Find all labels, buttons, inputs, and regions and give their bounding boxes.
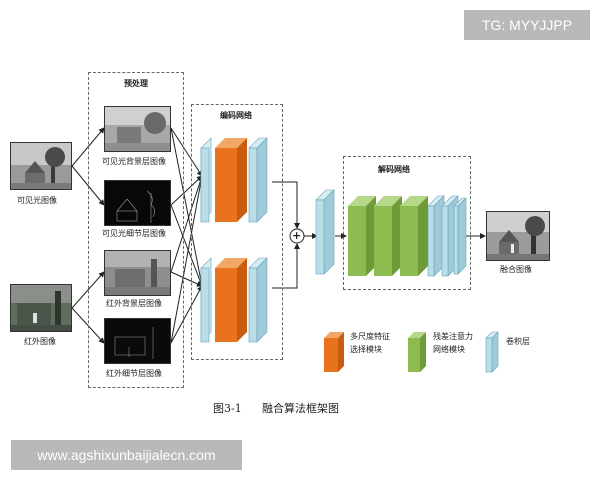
encoder-box <box>191 104 283 360</box>
figure-number: 图3-1 <box>213 402 242 415</box>
visible-input-label: 可见光图像 <box>17 196 57 205</box>
watermark-bottom: www.agshixunbaijialecn.com <box>11 440 242 470</box>
legend-residual-swatch <box>408 332 426 372</box>
encoder-bottom <box>200 257 268 343</box>
conv-layer <box>200 147 210 223</box>
legend-residual-label: 残差注意力 网络模块 <box>433 332 473 354</box>
fusion-symbol: + <box>292 229 302 242</box>
fused-output-image <box>486 211 550 261</box>
decoder-blocks <box>348 195 467 277</box>
conv-layer <box>200 267 210 343</box>
multiscale-block <box>215 268 237 342</box>
encoder-top <box>200 137 268 223</box>
decoder-box <box>343 156 471 290</box>
conv-layer <box>453 197 467 275</box>
residual-block <box>374 196 402 276</box>
visible-input-image <box>10 142 72 190</box>
vis-background-image <box>104 106 171 152</box>
ir-background-label: 红外背景层图像 <box>106 299 162 308</box>
preprocess-title: 预处理 <box>124 79 148 88</box>
infrared-input-image <box>10 284 72 332</box>
watermark-top: TG: MYYJJPP <box>464 10 590 40</box>
ir-detail-label: 红外细节层图像 <box>106 369 162 378</box>
fused-output-label: 融合图像 <box>500 265 532 274</box>
vis-detail-image <box>104 180 171 226</box>
figure-title: 融合算法框架图 <box>262 402 339 415</box>
decoder-title: 解码网络 <box>378 165 410 174</box>
fusion-add-icon <box>289 228 305 244</box>
infrared-input-label: 红外图像 <box>24 337 56 346</box>
legend-multiscale-swatch <box>324 332 344 372</box>
residual-block <box>400 196 428 276</box>
conv-layer <box>315 199 325 275</box>
fusion-conv-block <box>315 189 335 275</box>
legend-conv-swatch <box>485 331 499 373</box>
legend-conv-label: 卷积层 <box>506 337 530 346</box>
encoder-blocks <box>200 137 268 343</box>
residual-block <box>348 196 376 276</box>
conv-layer <box>248 267 258 343</box>
legend <box>324 331 499 373</box>
encoder-title: 编码网络 <box>220 111 252 120</box>
ir-detail-image <box>104 318 171 364</box>
vis-background-label: 可见光背景层图像 <box>102 157 166 166</box>
multiscale-block <box>215 148 237 222</box>
conv-layer <box>427 195 445 277</box>
preprocess-box <box>88 72 184 388</box>
ir-background-image <box>104 250 171 296</box>
vis-detail-label: 可见光细节层图像 <box>102 229 166 238</box>
legend-multiscale-label: 多尺度特征 选择模块 <box>350 332 390 354</box>
conv-layer <box>248 147 258 223</box>
